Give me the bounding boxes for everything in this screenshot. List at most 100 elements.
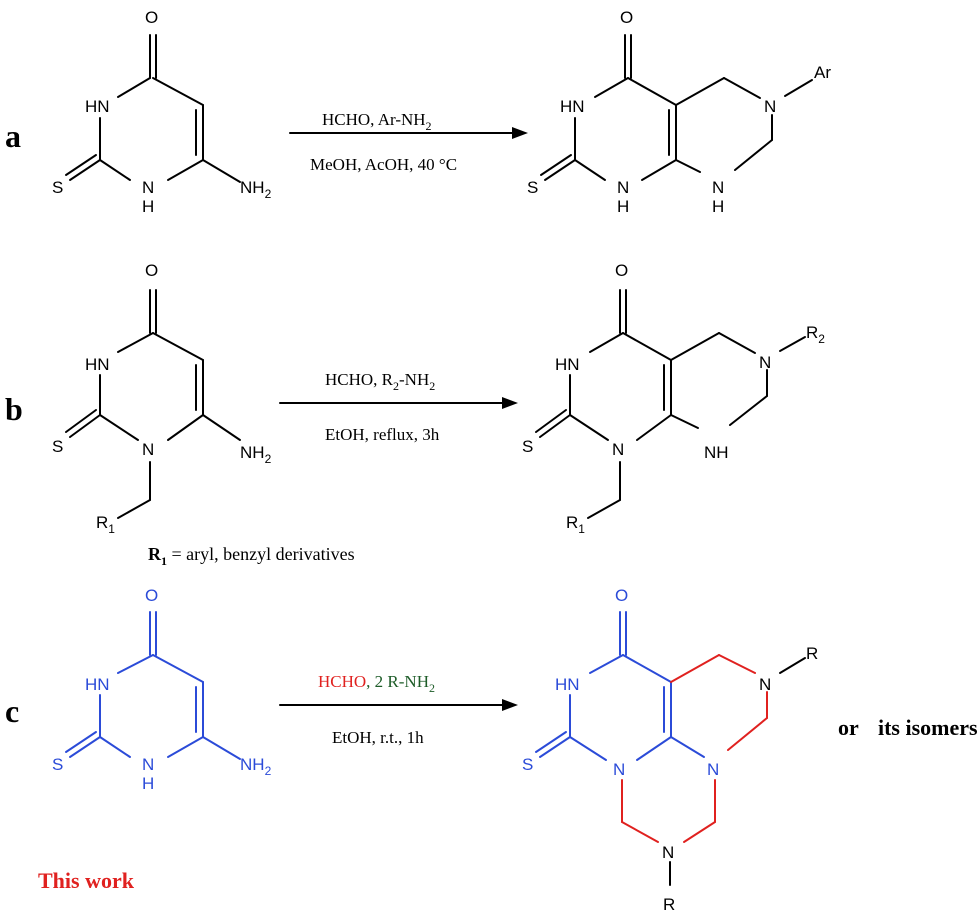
atom-O: O (145, 261, 158, 280)
bond (152, 77, 204, 106)
reactant-c (65, 611, 241, 760)
atom-R: R (663, 895, 675, 914)
reagents-b: HCHO, R2-NH2 (325, 370, 435, 393)
atom-S: S (52, 755, 63, 774)
bond (641, 159, 677, 181)
bond (569, 414, 609, 441)
bond (718, 654, 756, 674)
atom-NH: NH (704, 443, 729, 462)
bond (544, 159, 576, 181)
atom-NH2: NH2 (240, 443, 272, 466)
bond (69, 414, 101, 438)
atom-S: S (52, 437, 63, 456)
arrowhead (502, 699, 518, 711)
atom-Ar: Ar (814, 63, 831, 82)
atom-HN: HN (85, 675, 110, 694)
product-c (535, 611, 806, 886)
bond (627, 77, 677, 106)
reagents-a: HCHO, Ar-NH2 (322, 110, 432, 133)
atom-R1: R1 (566, 513, 585, 536)
product-a (540, 34, 813, 181)
bond (152, 332, 204, 361)
atom-O: O (615, 586, 628, 605)
bond (202, 159, 241, 183)
bond (167, 736, 204, 758)
atom-N: N (707, 760, 719, 779)
bond (202, 736, 241, 760)
atom-N: N (617, 178, 629, 197)
bond (569, 736, 607, 761)
bond (683, 821, 716, 843)
bond (539, 414, 571, 438)
row-label-c: c (5, 693, 19, 729)
bond (167, 159, 204, 181)
atom-H: H (142, 774, 154, 793)
atom-H: H (617, 197, 629, 216)
bond (574, 159, 606, 181)
atom-R2: R2 (806, 323, 825, 346)
bond (675, 159, 701, 173)
atom-N: N (612, 440, 624, 459)
atom-HN: HN (555, 675, 580, 694)
atom-N: N (613, 760, 625, 779)
conditions-b: EtOH, reflux, 3h (325, 425, 440, 444)
atom-HN: HN (555, 355, 580, 374)
bond (729, 395, 768, 426)
reactant-b (65, 289, 241, 519)
atom-H: H (712, 197, 724, 216)
bond (99, 159, 131, 181)
atom-NH2: NH2 (240, 755, 272, 778)
atom-O: O (145, 8, 158, 27)
atom-HN: HN (560, 97, 585, 116)
atom-HN: HN (85, 97, 110, 116)
bond (723, 77, 761, 99)
bond (535, 409, 567, 433)
reactant-a (65, 34, 241, 183)
isomers-label: its isomers (878, 715, 978, 740)
atom-N: N (759, 675, 771, 694)
atom-S: S (522, 437, 533, 456)
reagents-c: HCHO, 2 R-NH2 (318, 672, 435, 695)
atom-N: N (142, 178, 154, 197)
bond (117, 499, 151, 519)
atom-R1: R1 (96, 513, 115, 536)
atom-NH2: NH2 (240, 178, 272, 201)
bond (69, 159, 101, 181)
bond (670, 736, 705, 758)
bond (589, 332, 624, 353)
bond (779, 657, 806, 674)
atom-N: N (759, 353, 771, 372)
bond (69, 736, 101, 758)
bond (65, 154, 97, 176)
bond (540, 154, 572, 176)
bond (539, 736, 571, 758)
bond (65, 731, 97, 753)
row-label-b: b (5, 391, 23, 427)
bond (117, 77, 151, 98)
bond (202, 414, 241, 441)
or-label: or (838, 715, 859, 740)
bond (636, 736, 672, 761)
bond (727, 717, 768, 751)
bond (622, 332, 672, 361)
conditions-c: EtOH, r.t., 1h (332, 728, 424, 747)
r1-definition: R1 = aryl, benzyl derivatives (148, 544, 355, 568)
product-b (535, 289, 806, 519)
atom-N: N (142, 755, 154, 774)
bond (99, 414, 139, 441)
bond (117, 332, 154, 353)
bond (594, 77, 629, 98)
atom-HN: HN (85, 355, 110, 374)
row-c: c O HN S N H NH2 This work HCHO, 2 R-NH2… (5, 586, 978, 914)
atom-S: S (527, 178, 538, 197)
row-b: b O HN S N NH2 R1 HCHO, R2-NH2 EtOH, ref… (5, 261, 825, 568)
row-a: a O HN S N H NH2 HCHO, Ar-NH2 MeOH, AcOH… (5, 8, 831, 216)
atom-R: R (806, 644, 818, 663)
this-work-label: This work (38, 868, 135, 893)
atom-N: N (712, 178, 724, 197)
bond (65, 409, 97, 433)
bond (718, 332, 756, 354)
bond (587, 499, 621, 519)
arrowhead (512, 127, 528, 139)
